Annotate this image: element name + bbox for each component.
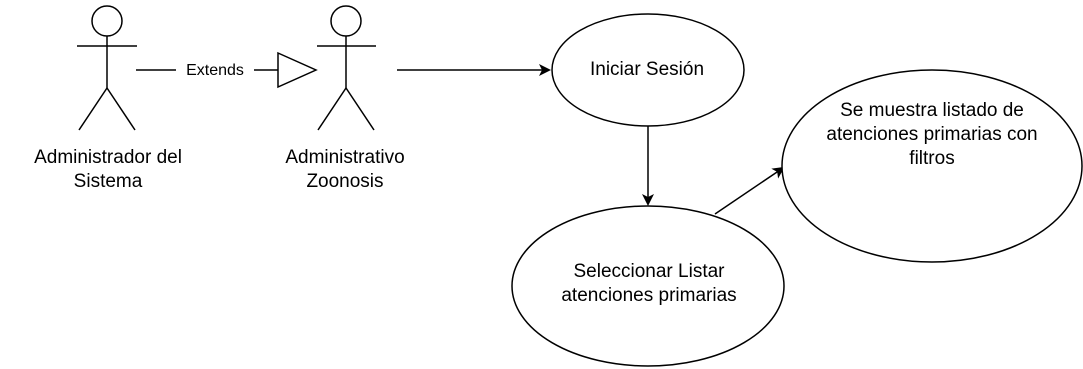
use-case-iniciar-sesion-label: Iniciar Sesión bbox=[589, 59, 705, 80]
actor-administrativo-zoonosis[interactable] bbox=[317, 5, 376, 131]
use-case-listado-filtros-label: Se muestra listado de atenciones primari… bbox=[826, 100, 1038, 169]
use-case-listado-filtros[interactable] bbox=[781, 69, 1083, 263]
flow-arrow-list[interactable] bbox=[714, 166, 785, 215]
use-case-iniciar-sesion[interactable] bbox=[551, 13, 745, 127]
actor-administrador-sistema-label: Administrador del Sistema bbox=[34, 147, 182, 192]
actor-administrativo-zoonosis-label: Administrativo Zoonosis bbox=[285, 147, 405, 192]
use-case-seleccionar-listar-label: Seleccionar Listar atenciones primarias bbox=[561, 261, 737, 306]
extends-label: Extends bbox=[176, 60, 254, 82]
actor-administrador-sistema[interactable] bbox=[77, 5, 137, 131]
use-case-seleccionar-listar[interactable] bbox=[511, 205, 785, 367]
